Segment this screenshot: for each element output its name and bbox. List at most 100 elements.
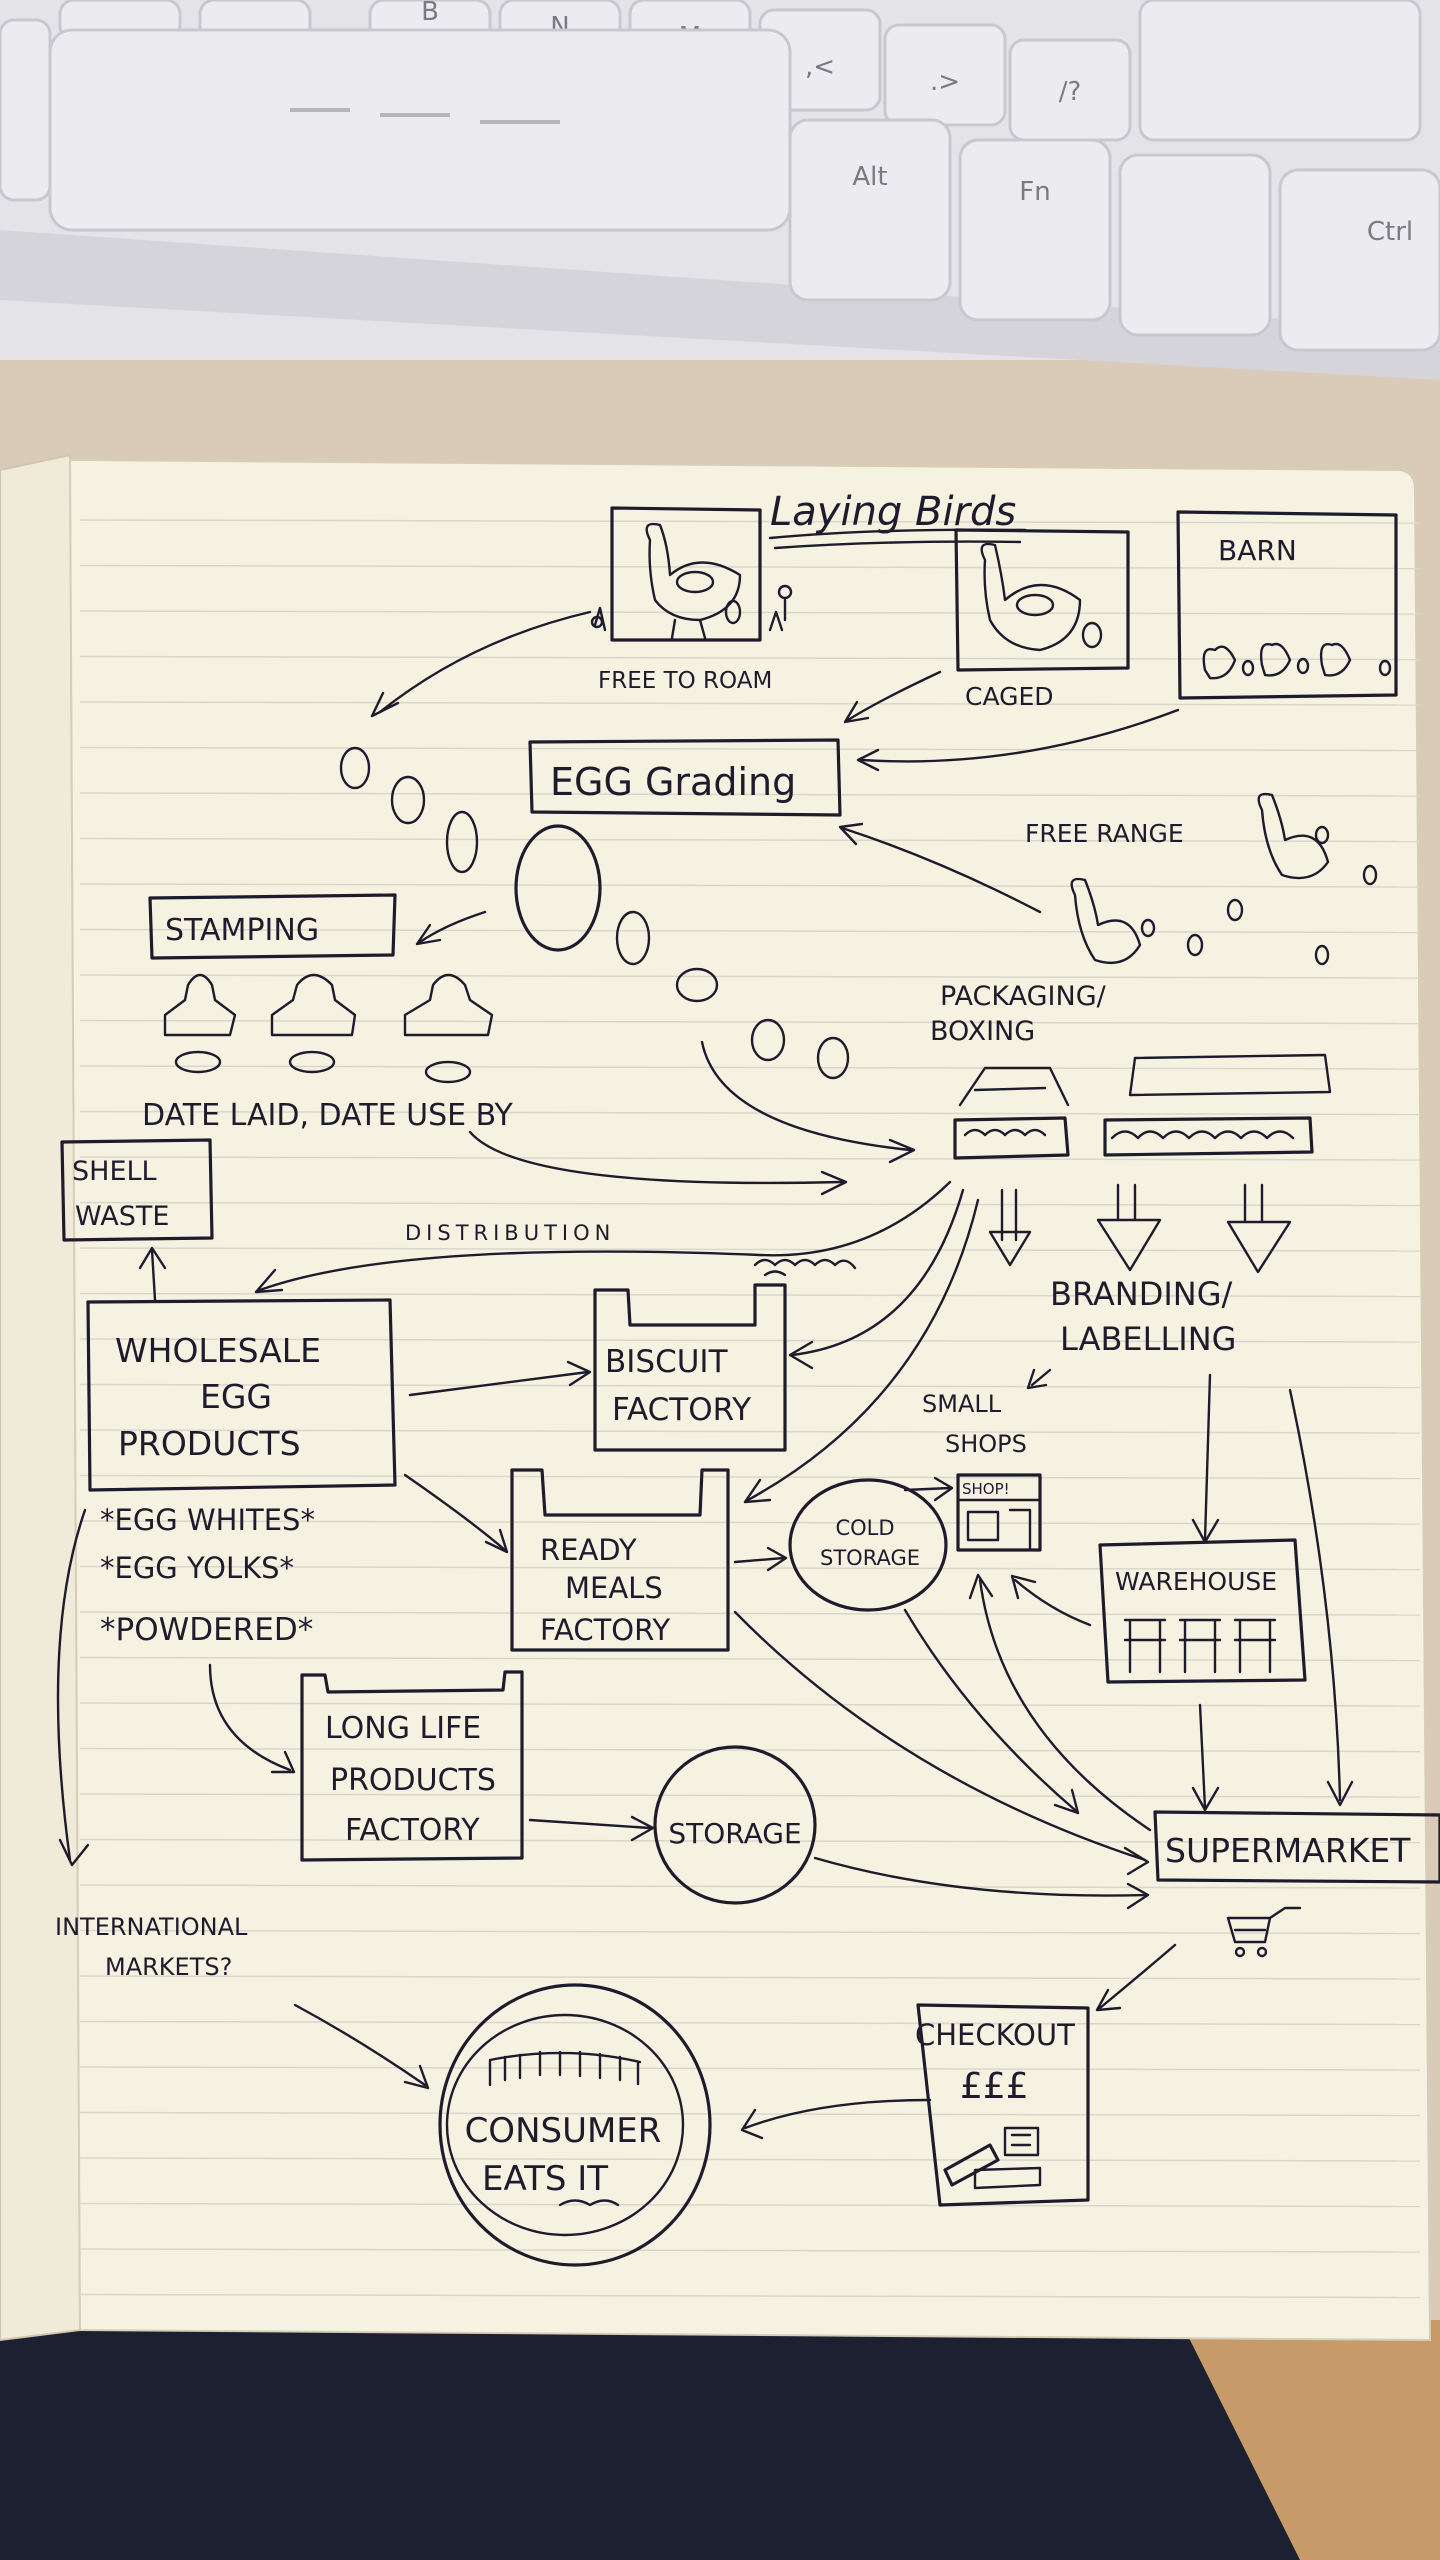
svg-text:/?: /? (1059, 77, 1082, 107)
ruled-line (79, 1156, 1421, 1161)
label-international-2: MARKETS? (105, 1953, 232, 1981)
label-checkout-1: CHECKOUT (915, 2018, 1075, 2052)
ruled-line (79, 564, 1421, 570)
free-range-hens (1070, 792, 1378, 966)
svg-text:Fn: Fn (1019, 177, 1050, 207)
ruled-line (79, 1429, 1421, 1434)
ruled-line (79, 2157, 1421, 2162)
ruled-line (79, 1247, 1421, 1252)
title: Laying Birds (770, 489, 1016, 535)
label-long-life-2: PRODUCTS (330, 1763, 496, 1798)
label-cold-storage-1: COLD (835, 1516, 894, 1540)
ruled-line (79, 837, 1421, 843)
label-barn: BARN (1218, 534, 1297, 567)
free-to-roam-bird-box (590, 506, 793, 642)
label-storage: STORAGE (668, 1817, 801, 1850)
spacebar (48, 28, 792, 232)
ruled-line (79, 1201, 1421, 1207)
label-small-shops-1: SMALL (922, 1390, 1002, 1418)
ruled-line (79, 746, 1421, 752)
key-alt (788, 118, 952, 302)
ruled-line (79, 792, 1421, 797)
ruled-line (79, 610, 1421, 615)
ruled-line (79, 1656, 1421, 1662)
ready-meals-factory (510, 1468, 730, 1652)
ruled-line (79, 2248, 1421, 2253)
label-international-1: INTERNATIONAL (55, 1913, 248, 1941)
ruled-line (79, 1110, 1421, 1116)
label-free-range: FREE RANGE (1025, 819, 1184, 848)
label-stamping: STAMPING (165, 913, 319, 948)
svg-text:Ctrl: Ctrl (1367, 217, 1413, 247)
label-wholesale-1: WHOLESALE (115, 1331, 321, 1370)
barn-box: BARN (1176, 510, 1398, 700)
svg-text:Alt: Alt (852, 162, 887, 192)
key-menu (1118, 153, 1272, 337)
label-packaging-2: BOXING (930, 1016, 1035, 1047)
notebook (0, 453, 1432, 2342)
ruled-line (79, 2202, 1421, 2208)
stamping-box (148, 893, 397, 960)
egg-trail (339, 746, 850, 1080)
wholesale-item-whites: *EGG WHITES* (100, 1503, 315, 1537)
flow-arrows (56, 610, 1354, 2140)
label-small-shops-2: SHOPS (945, 1430, 1027, 1458)
svg-text:,<: ,< (805, 52, 835, 82)
label-consumer-1: CONSUMER (465, 2111, 662, 2151)
label-wholesale-2: EGG (200, 1377, 272, 1416)
hen-icon-2 (1257, 792, 1330, 880)
key-ctrl (1278, 168, 1440, 352)
ruled-line (79, 883, 1421, 888)
ruled-line (79, 1292, 1421, 1298)
wholesale-box (86, 1298, 397, 1492)
keyboard: B N M ,< .> /? Alt Fn Ctrl (0, 0, 1440, 380)
ruled-line (79, 519, 1421, 524)
ruled-line (79, 2066, 1421, 2071)
ruled-line (79, 1019, 1421, 1025)
double-arrows (988, 1183, 1292, 1274)
wholesale-item-yolks: *EGG YOLKS* (100, 1551, 294, 1585)
label-warehouse: WAREHOUSE (1115, 1567, 1277, 1596)
label-supermarket: SUPERMARKET (1165, 1831, 1411, 1870)
label-ready-meals-2: MEALS (565, 1571, 663, 1605)
label-distribution: DISTRIBUTION (405, 1221, 615, 1245)
ruled-line (79, 1975, 1421, 1980)
warehouse-shelves-icon (1123, 1618, 1277, 1674)
svg-text:B: B (421, 0, 439, 27)
cold-storage-circle (788, 1478, 948, 1612)
hen-icon (645, 522, 742, 622)
label-checkout-2: £££ (960, 2066, 1029, 2107)
label-egg-grading: EGG Grading (550, 760, 796, 804)
label-biscuit-1: BISCUIT (605, 1344, 729, 1380)
ruled-line (79, 1565, 1421, 1571)
large-egg (514, 824, 602, 952)
label-long-life-3: FACTORY (345, 1813, 480, 1848)
ruled-line (79, 928, 1421, 934)
ruled-line (79, 1929, 1421, 1935)
ruled-line (79, 701, 1421, 706)
consumer-mouth (438, 1983, 712, 2267)
shop-sign: SHOP! (962, 1480, 1010, 1498)
ruled-line (79, 1383, 1421, 1389)
ruled-line (79, 655, 1421, 661)
small-hens-icon (1202, 642, 1352, 680)
ruled-line (79, 974, 1421, 979)
label-branding-1: BRANDING/ (1050, 1275, 1233, 1313)
key-fn (958, 138, 1112, 322)
hen-icon (980, 542, 1082, 652)
label-free-to-roam: FREE TO ROAM (598, 668, 772, 694)
warehouse-box (1098, 1538, 1307, 1684)
checkout-box (916, 2003, 1090, 2207)
label-cold-storage-2: STORAGE (820, 1546, 920, 1570)
supermarket-box (1153, 1810, 1440, 1884)
egg-grading-box (528, 738, 842, 817)
ruled-line (79, 1611, 1421, 1616)
stamp-icons (163, 973, 494, 1084)
wholesale-item-powdered: *POWDERED* (100, 1612, 313, 1648)
ruled-line (79, 1065, 1421, 1070)
ruled-line (79, 2293, 1421, 2299)
label-ready-meals-3: FACTORY (540, 1613, 670, 1647)
biscuit-factory (593, 1258, 857, 1452)
card-machine-icon (943, 2126, 1042, 2190)
